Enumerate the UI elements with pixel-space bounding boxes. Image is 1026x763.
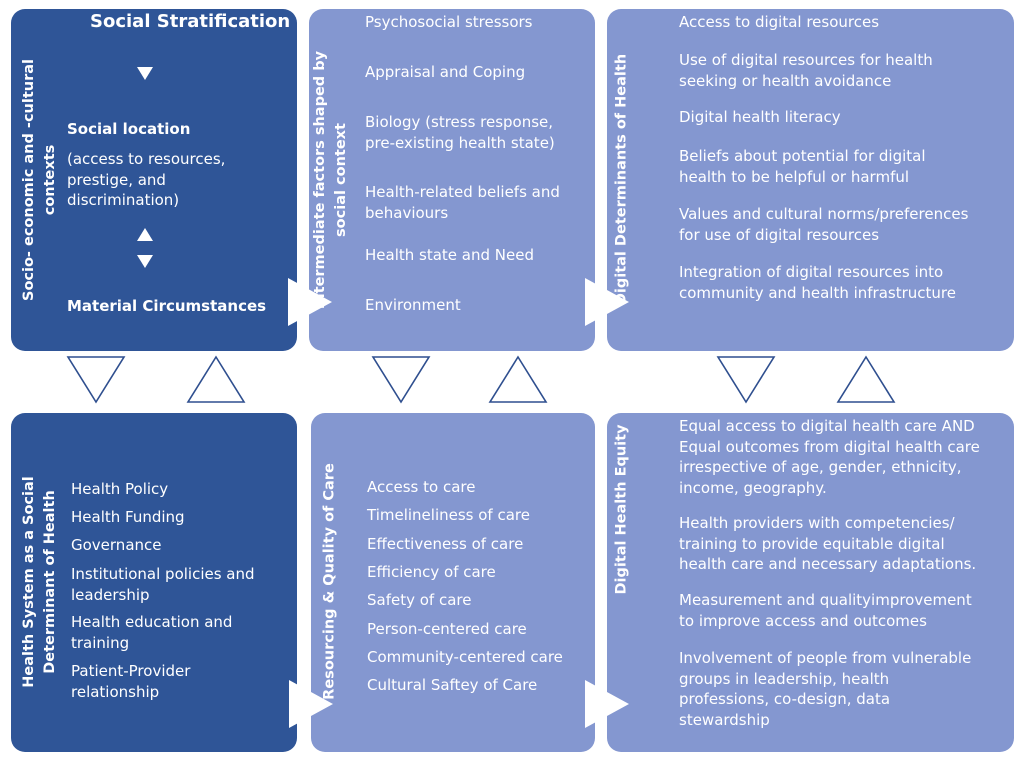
outline-triangle-up-icon — [836, 355, 896, 403]
list-item: Psychosocial stressors — [365, 13, 533, 31]
health-system-side-label: Health System as a Social Determinant of… — [21, 476, 58, 688]
list-item: Environment — [365, 296, 461, 314]
arrow-right-icon — [585, 278, 629, 326]
outline-triangle-up-icon — [186, 355, 246, 403]
arrow-right-icon — [585, 680, 629, 728]
list-item: Cultural Saftey of Care — [367, 676, 538, 694]
list-item: Efficiency of care — [367, 563, 496, 581]
outline-triangle-down-icon — [371, 356, 431, 404]
social-location-detail: (access to resources, prestige, and disc… — [67, 150, 226, 209]
socio-economic-contexts-box: Socio- economic and -cultural contexts S… — [11, 9, 297, 351]
list-item: Health Funding — [71, 508, 185, 526]
outline-triangle-up-icon — [488, 355, 548, 403]
arrow-down-icon — [137, 67, 153, 80]
list-item: Access to care — [367, 478, 476, 496]
arrow-right-icon — [289, 680, 333, 728]
list-item: Timelineliness of care — [367, 506, 530, 524]
social-stratification-header: Social Stratification — [90, 11, 291, 32]
social-location-label: Social location — [67, 120, 191, 138]
digital-health-equity-side-label: Digital Health Equity — [613, 424, 630, 595]
list-item: Person-centered care — [367, 620, 527, 638]
digital-determinants-box: Digital Determinants of Health Access to… — [607, 9, 1014, 351]
intermediate-factors-box: Intermediate factors shaped by social co… — [309, 9, 595, 351]
list-item: Health providers with competencies/train… — [679, 514, 977, 573]
resourcing-quality-box: Resourcing & Quality of Care Access to c… — [311, 413, 595, 752]
list-item: Safety of care — [367, 591, 472, 609]
list-item: Governance — [71, 536, 162, 554]
material-circumstances-label: Material Circumstances — [67, 297, 267, 315]
list-item: Access to digital resources — [679, 13, 880, 31]
outline-triangle-down-icon — [66, 356, 126, 404]
list-item: Biology (stress response,pre-existing he… — [365, 113, 555, 152]
side-label-line: contexts — [42, 144, 58, 216]
list-item: Appraisal and Coping — [365, 63, 526, 81]
side-label-line: Socio- economic and -cultural — [21, 59, 37, 301]
arrow-right-icon — [288, 278, 332, 326]
list-item: Community-centered care — [367, 648, 563, 666]
list-item: Health Policy — [71, 480, 169, 498]
socio-economic-side-label: Socio- economic and -cultural contexts — [19, 15, 61, 345]
outline-triangle-down-icon — [716, 356, 776, 404]
arrow-down-icon — [137, 255, 153, 268]
list-item: Effectiveness of care — [367, 535, 524, 553]
list-item: Health state and Need — [365, 246, 534, 264]
list-item: Digital health literacy — [679, 108, 841, 126]
health-system-box: Health System as a Social Determinant of… — [11, 413, 297, 752]
digital-health-equity-box: Digital Health Equity Equal access to di… — [607, 413, 1014, 752]
arrow-up-icon — [137, 228, 153, 241]
